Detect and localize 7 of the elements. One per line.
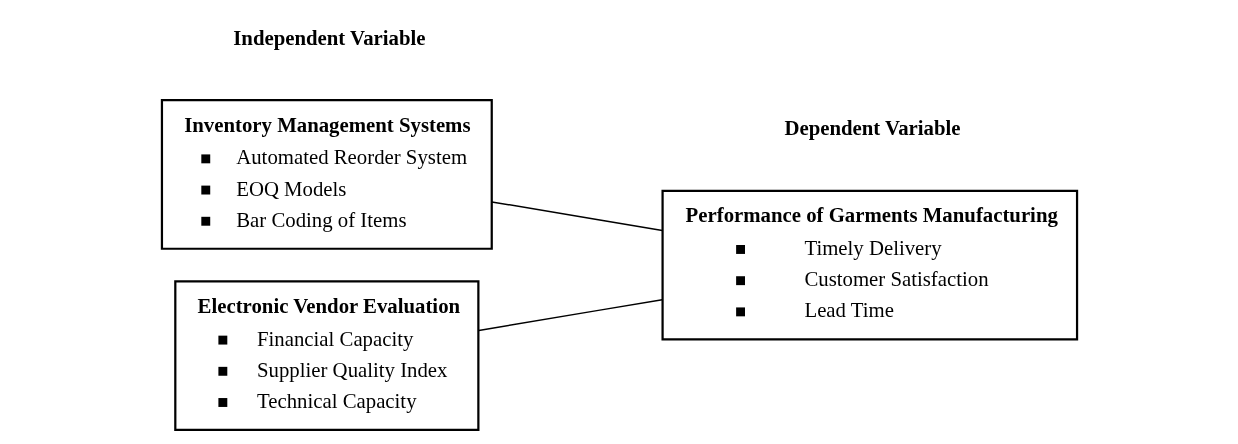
connector bbox=[477, 298, 663, 332]
connector bbox=[490, 201, 663, 232]
node-box: Electronic Vendor Evaluation Financial Capacity Supplier Quality Index Technical Capacity bbox=[173, 280, 479, 432]
node-box: Inventory Management Systems Automated Reorder System EOQ Models Bar Coding of Items bbox=[160, 99, 493, 250]
label: Independent Variable bbox=[232, 25, 426, 49]
label: Dependent Variable bbox=[783, 116, 960, 140]
node-box: Performance of Garments Manufacturing Timely Delivery Customer Satisfaction Lead Time bbox=[660, 189, 1078, 341]
